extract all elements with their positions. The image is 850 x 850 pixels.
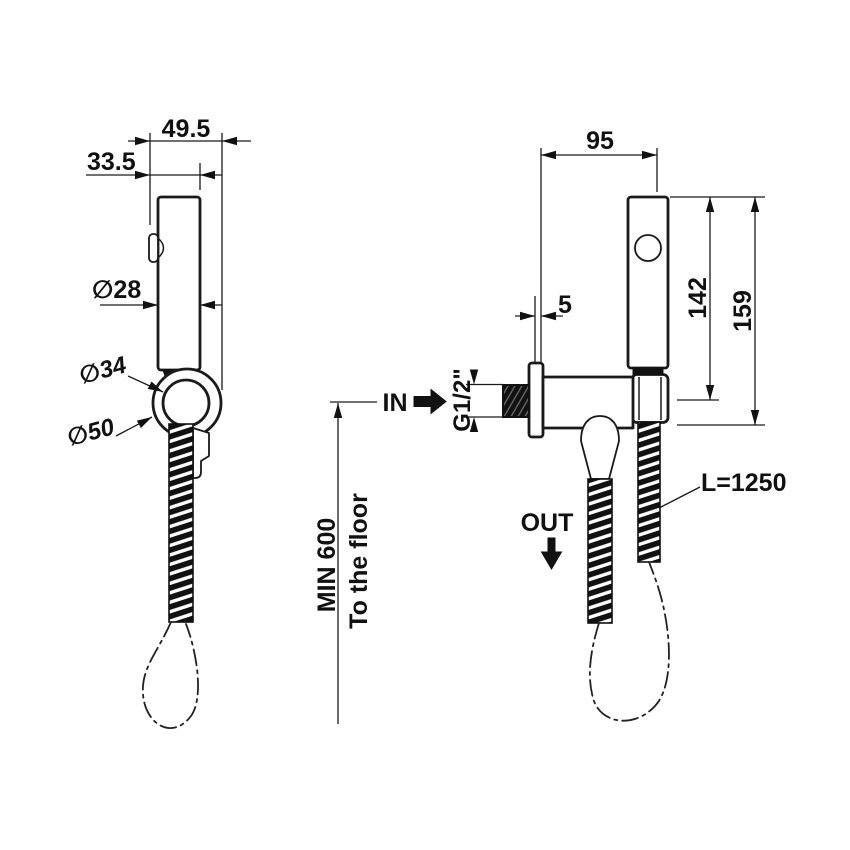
flexible-hose-side	[168, 423, 194, 623]
dim-depth-to-button-label: 33.5	[87, 148, 136, 176]
outlet-flow-arrow	[547, 537, 556, 554]
dim-overall-length-label: 159	[729, 290, 757, 332]
control-button-front	[634, 234, 662, 262]
hand-shower-side-profile	[142, 195, 223, 729]
wall-bracket-inner-ring	[161, 378, 211, 428]
floor-reference-label: To the floor	[345, 493, 373, 629]
dimension-heights: 142 159	[670, 196, 765, 426]
hose-loop-side	[142, 621, 199, 729]
outlet-hose	[587, 478, 613, 624]
inlet-thread-label: G1/2"	[449, 368, 476, 431]
dimension-depth-to-button: 33.5	[86, 148, 222, 180]
side-view: 49.5 33.5 ∅28	[65, 115, 251, 729]
dim-handle-diameter-label: ∅28	[92, 276, 141, 304]
dim-bracket-outer-diameter-label: ∅50	[65, 413, 118, 451]
dim-width-from-wall-label: 95	[586, 127, 614, 155]
outlet-cone	[580, 415, 620, 480]
wall-flange	[527, 361, 545, 439]
dimension-flange-thickness: 5	[515, 291, 572, 362]
threaded-inlet	[502, 384, 530, 418]
hand-shower-handle	[626, 195, 670, 370]
outlet-annotation: OUT	[521, 509, 574, 570]
hose-length-annotation: L=1250	[658, 469, 787, 509]
dimension-inlet-thread: G1/2"	[449, 368, 503, 432]
side-view-extension-lines	[149, 133, 223, 390]
flexible-hose-front	[637, 421, 661, 563]
handle-nut	[632, 367, 664, 375]
valve-body	[541, 375, 635, 430]
hand-shower-front-profile	[502, 195, 670, 722]
floor-distance-annotation: MIN 600 To the floor	[313, 403, 373, 724]
dimension-width-from-wall: 95	[540, 127, 658, 362]
hose-loop-front	[588, 561, 670, 722]
leader-inner-diameter: ∅34	[77, 351, 165, 396]
outlet-label: OUT	[521, 509, 574, 537]
hose-length-label: L=1250	[701, 469, 787, 497]
leader-outer-diameter: ∅50	[65, 413, 155, 452]
dimension-depth-total: 49.5	[128, 115, 251, 146]
control-button-side	[148, 233, 159, 263]
dim-handle-length-label: 142	[684, 277, 712, 319]
dim-depth-total-label: 49.5	[162, 115, 211, 143]
front-view: 95 5 142 159	[313, 127, 787, 724]
inlet-annotation: IN	[330, 388, 447, 417]
dim-flange-thickness-label: 5	[558, 291, 572, 319]
bracket-arm-side	[192, 427, 210, 479]
handle-holder	[630, 373, 670, 424]
min-distance-label: MIN 600	[313, 518, 341, 612]
dim-bracket-inner-diameter-label: ∅34	[77, 351, 130, 389]
inlet-flow-arrow	[413, 388, 447, 415]
inlet-label: IN	[383, 389, 408, 417]
